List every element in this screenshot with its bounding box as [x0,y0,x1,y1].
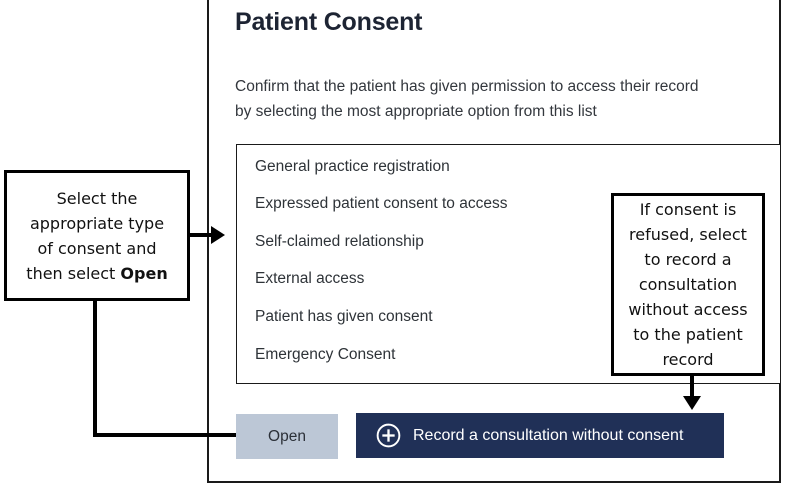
annotation-arrow-to-list-head [211,226,225,244]
callout-right-line-7: record [662,350,714,369]
annotation-callout-left: Select the appropriate type of consent a… [4,170,190,301]
list-item-self-claimed-relationship[interactable]: Self-claimed relationship [255,233,424,250]
annotation-callout-right: If consent is refused, select to record … [611,193,765,376]
callout-left-line-4-prefix: then select [26,263,121,283]
callout-right-line-3: to record a [644,250,732,269]
list-item-emergency-consent[interactable]: Emergency Consent [255,346,396,363]
annotation-arrow-to-record-head [683,396,701,410]
annotation-elbow-to-open-vertical [93,298,97,437]
callout-left-line-1: Select the [56,188,138,208]
annotation-arrow-to-record-shaft [690,374,694,400]
open-button[interactable]: Open [236,414,338,459]
open-button-label: Open [268,427,306,445]
panel-description-line-1: Confirm that the patient has given permi… [235,78,699,95]
record-button-label: Record a consultation without consent [413,426,684,444]
callout-right-line-6: to the patient [633,325,743,344]
list-item-expressed-patient-consent[interactable]: Expressed patient consent to access [255,195,508,212]
list-item-patient-has-given-consent[interactable]: Patient has given consent [255,308,433,325]
plus-circle-icon [376,423,401,448]
list-item-general-practice-registration[interactable]: General practice registration [255,158,450,175]
callout-right-line-5: without access [628,300,748,319]
callout-right-line-4: consultation [638,275,738,294]
callout-right-line-2: refused, select [629,225,747,244]
list-item-external-access[interactable]: External access [255,270,365,287]
callout-right-line-1: If consent is [639,200,737,219]
record-consultation-without-consent-button[interactable]: Record a consultation without consent [356,413,724,458]
annotation-arrow-to-list-shaft [190,233,214,237]
page-title: Patient Consent [235,8,423,36]
callout-left-line-4: then select Open [7,261,187,286]
callout-left-line-2: appropriate type [29,213,165,233]
callout-left-line-4-bold: Open [120,263,168,283]
annotation-elbow-to-open-horizontal [93,433,236,437]
callout-left-line-3: of consent and [37,238,157,258]
panel-description-line-2: by selecting the most appropriate option… [235,103,597,120]
